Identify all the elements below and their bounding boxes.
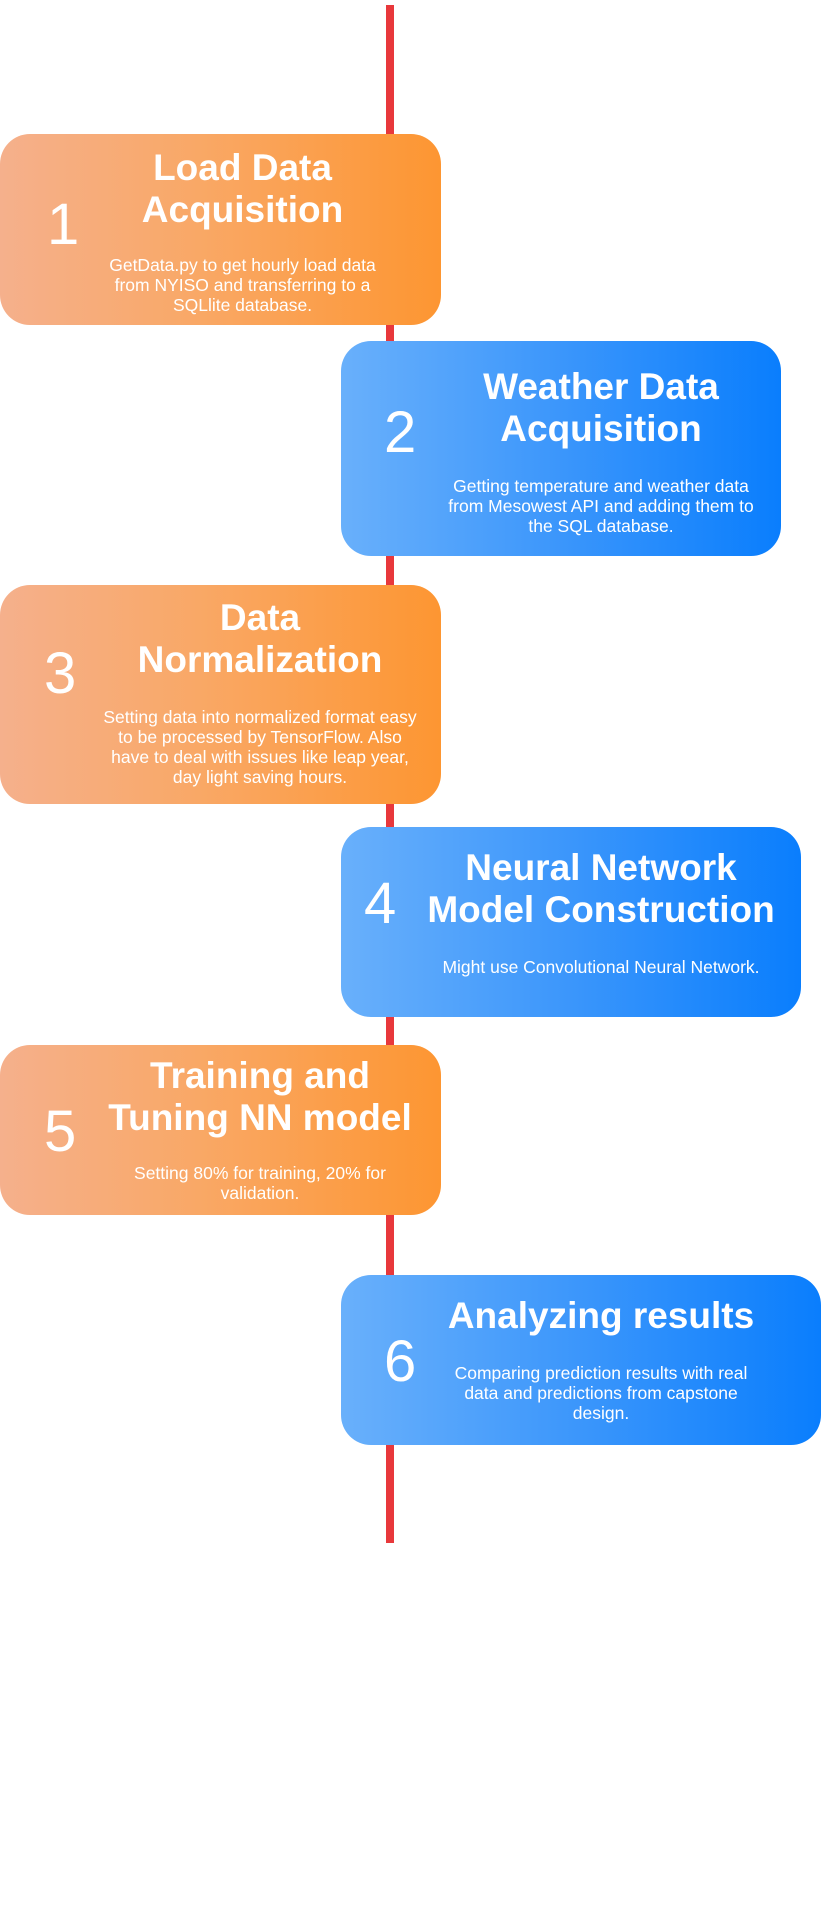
step-title: Weather Data Acquisition [483, 366, 719, 449]
step-description: Comparing prediction results with real d… [454, 1363, 748, 1423]
step-card-1: 1 Load Data Acquisition GetData.py to ge… [0, 134, 441, 325]
step-number: 4 [364, 871, 397, 936]
step-content: Neural Network Model Construction Might … [411, 847, 791, 977]
step-description: Might use Convolutional Neural Network. [442, 957, 760, 977]
step-number: 3 [44, 641, 77, 706]
step-card-5: 5 Training and Tuning NN model Setting 8… [0, 1045, 441, 1215]
step-title: Neural Network Model Construction [427, 847, 775, 930]
step-title: Training and Tuning NN model [108, 1055, 412, 1138]
step-description: Getting temperature and weather data fro… [448, 476, 754, 536]
step-number: 2 [384, 400, 417, 465]
step-content: Data Normalization Setting data into nor… [100, 597, 420, 787]
step-description: Setting data into normalized format easy… [103, 707, 417, 787]
step-card-4: 4 Neural Network Model Construction Migh… [341, 827, 801, 1017]
step-number: 1 [47, 192, 80, 257]
step-content: Analyzing results Comparing prediction r… [441, 1295, 761, 1423]
step-content: Load Data Acquisition GetData.py to get … [90, 147, 395, 315]
step-content: Training and Tuning NN model Setting 80%… [100, 1055, 420, 1203]
step-card-2: 2 Weather Data Acquisition Getting tempe… [341, 341, 781, 556]
step-description: GetData.py to get hourly load data from … [109, 255, 376, 315]
step-card-6: 6 Analyzing results Comparing prediction… [341, 1275, 821, 1445]
step-card-3: 3 Data Normalization Setting data into n… [0, 585, 441, 804]
step-content: Weather Data Acquisition Getting tempera… [441, 366, 761, 536]
step-number: 6 [384, 1329, 417, 1394]
step-number: 5 [44, 1099, 77, 1164]
step-title: Data Normalization [137, 597, 383, 680]
step-description: Setting 80% for training, 20% for valida… [134, 1163, 386, 1203]
step-title: Load Data Acquisition [141, 147, 344, 230]
step-title: Analyzing results [447, 1295, 755, 1336]
